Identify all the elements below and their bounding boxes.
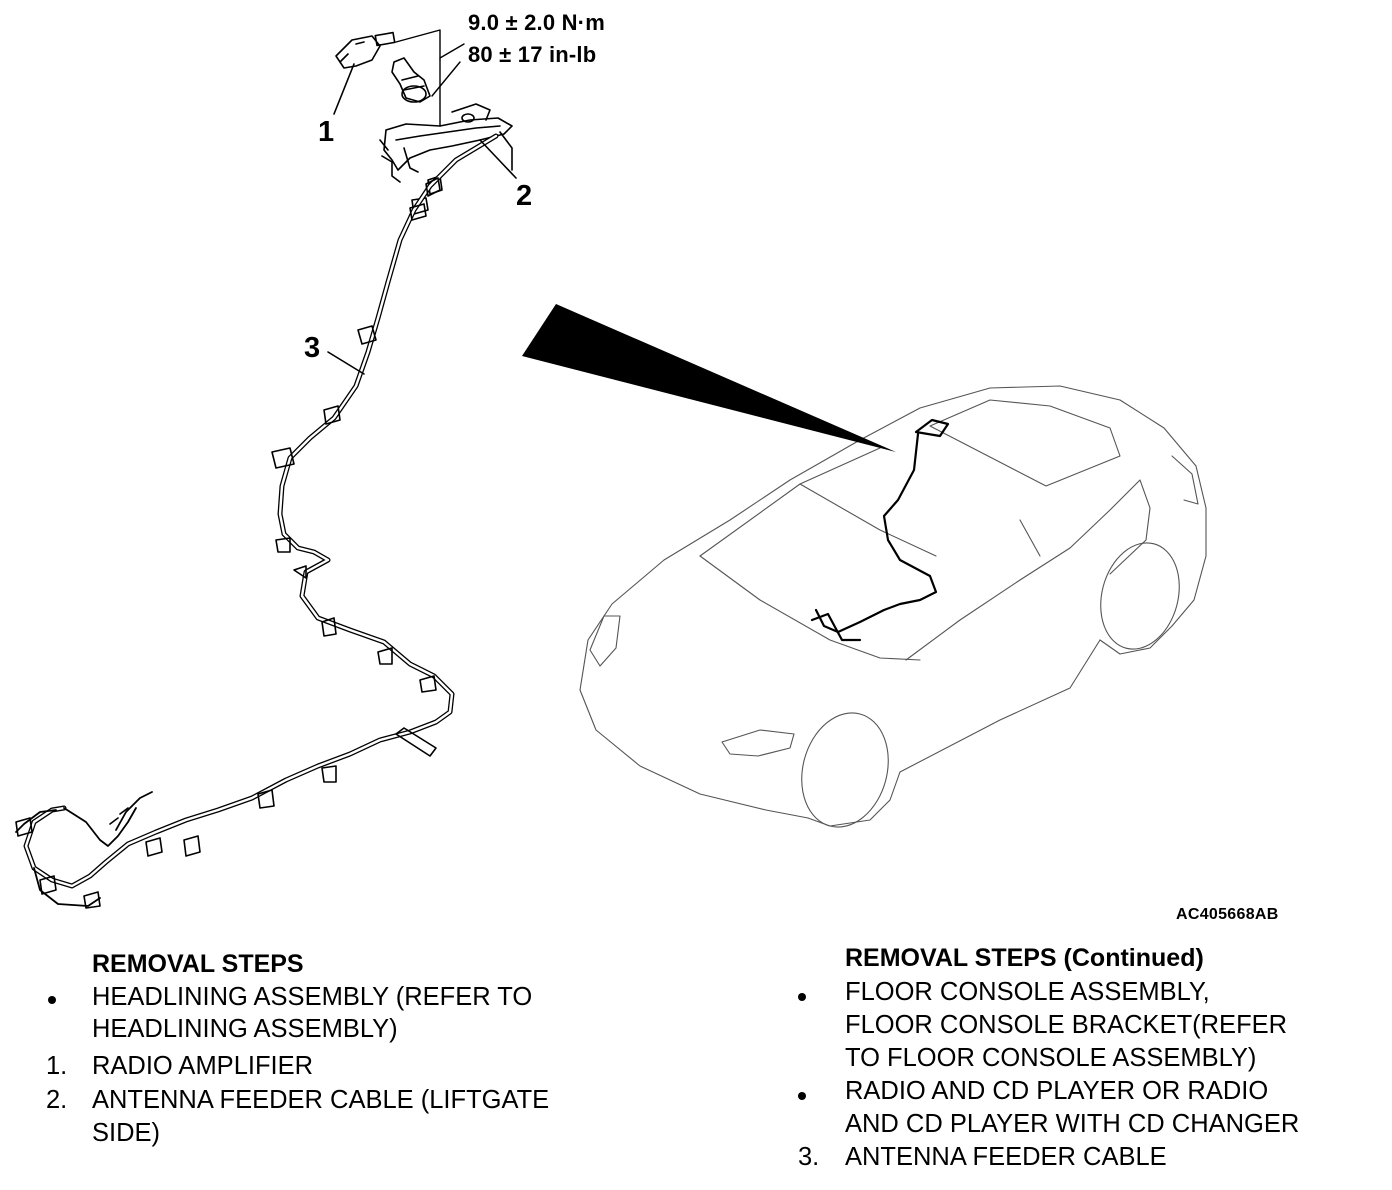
step-text: ANTENNA FEEDER CABLE (845, 1143, 1167, 1171)
detail-view-pointer (522, 304, 896, 452)
step-text: HEADLINING ASSEMBLY (REFER TO (92, 983, 533, 1011)
callout-3-leader (327, 351, 365, 375)
step-text: RADIO AND CD PLAYER OR RADIO (845, 1077, 1269, 1105)
radio-amplifier-part (335, 31, 431, 103)
step-text: HEADLINING ASSEMBLY) (92, 1015, 398, 1043)
removal-steps-title: REMOVAL STEPS (92, 950, 304, 978)
vehicle-outline (579, 385, 1207, 828)
step-text: RADIO AMPLIFIER (92, 1052, 314, 1080)
torque-spec-metric: 9.0 ± 2.0 N·m (468, 10, 605, 35)
bullet-marker (798, 993, 806, 1001)
vehicle-cable-location (810, 418, 950, 642)
callout-2: 2 (516, 180, 533, 212)
step-text: FLOOR CONSOLE BRACKET(REFER (845, 1011, 1288, 1039)
step-text: AND CD PLAYER WITH CD CHANGER (845, 1110, 1300, 1138)
step-number: 1. (46, 1052, 68, 1080)
antenna-feeder-cable (23, 133, 499, 889)
torque-leader (395, 29, 465, 127)
torque-spec-imperial: 80 ± 17 in-lb (468, 42, 597, 67)
bullet-marker (798, 1092, 806, 1100)
step-text: FLOOR CONSOLE ASSEMBLY, (845, 978, 1210, 1006)
antenna-feeder-cable-diagram (15, 29, 1207, 909)
callout-1-leader (333, 63, 355, 115)
step-text: SIDE) (92, 1119, 161, 1147)
removal-steps-continued-title: REMOVAL STEPS (Continued) (845, 944, 1204, 972)
step-number: 3. (798, 1143, 820, 1171)
cable-branches (15, 791, 153, 907)
bullet-marker (48, 996, 56, 1004)
antenna-feeder-cable-liftgate-part (379, 103, 513, 215)
callout-1: 1 (318, 116, 335, 148)
step-number: 2. (46, 1086, 68, 1114)
step-text: TO FLOOR CONSOLE ASSEMBLY) (845, 1044, 1257, 1072)
cable-clips (15, 177, 441, 909)
step-text: ANTENNA FEEDER CABLE (LIFTGATE (92, 1086, 550, 1114)
figure-code: AC405668AB (1176, 906, 1279, 923)
callout-2-leader (479, 139, 517, 179)
callout-3: 3 (304, 332, 321, 364)
